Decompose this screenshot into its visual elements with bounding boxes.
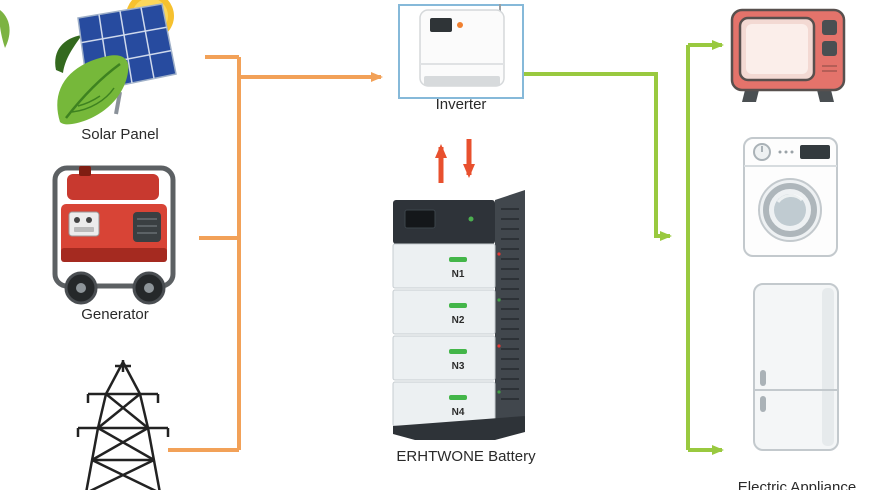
- solar-panel-icon: [55, 0, 177, 125]
- refrigerator-node: [752, 282, 842, 454]
- grid-tower-node: [68, 358, 178, 490]
- solar-panel-label: Solar Panel: [81, 126, 159, 143]
- inverter-node: [396, 2, 526, 102]
- transmission-tower-icon: [76, 360, 170, 490]
- generator-icon: [52, 165, 176, 305]
- inverter-to-loads-arrow: [523, 72, 672, 241]
- refrigerator-icon: [753, 283, 839, 451]
- leaf-edge-decoration: [0, 10, 10, 48]
- battery-label: ERHTWONE Battery: [396, 448, 536, 465]
- battery-flow-arrows: [435, 139, 475, 183]
- battery-module-label-4: N4: [452, 407, 465, 418]
- generator-label: Generator: [81, 306, 149, 323]
- inverter-icon: [398, 4, 524, 99]
- generator-node: [45, 160, 185, 310]
- solar-panel-node: [50, 0, 190, 130]
- battery-module-label-1: N1: [452, 269, 465, 280]
- battery-node: N1 N2 N3 N4: [391, 186, 536, 441]
- tv-icon: [730, 8, 846, 102]
- battery-icon: N1 N2 N3 N4: [392, 190, 525, 440]
- battery-module-label-3: N3: [452, 361, 465, 372]
- tv-node: [730, 8, 848, 104]
- source-flow-lines: [168, 55, 383, 452]
- washing-machine-icon: [743, 137, 838, 257]
- washing-machine-node: [742, 136, 840, 260]
- battery-module-label-2: N2: [452, 315, 465, 326]
- appliances-label: Electric Appliance: [737, 479, 857, 490]
- inverter-label: Inverter: [435, 96, 487, 113]
- load-flow-lines: [523, 40, 724, 455]
